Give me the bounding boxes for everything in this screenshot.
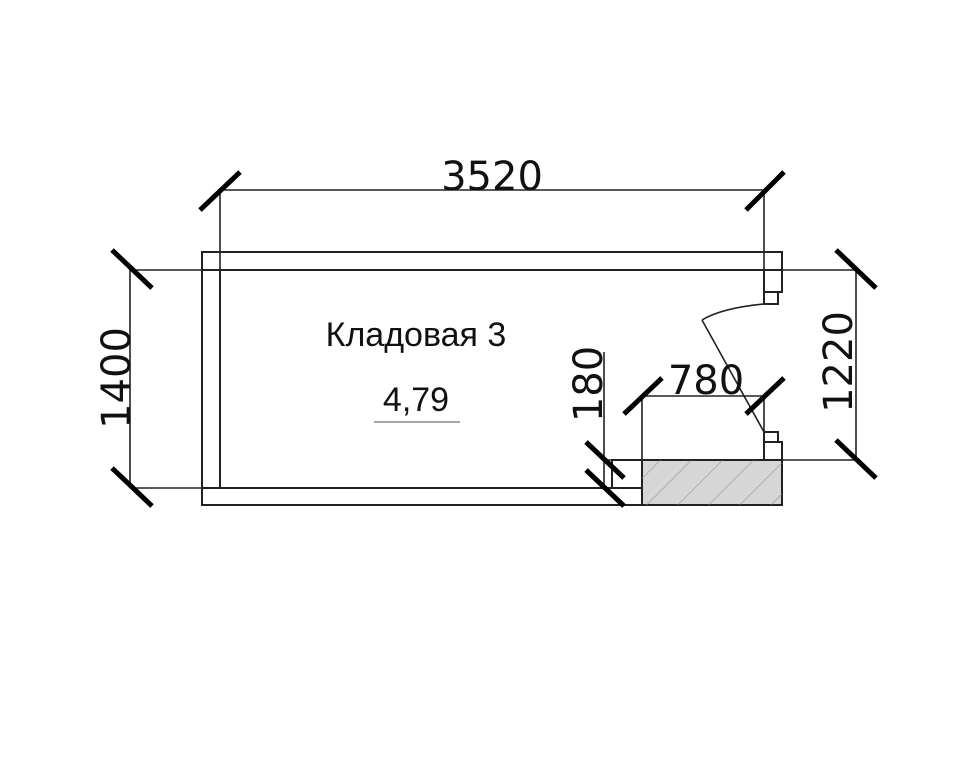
wall-left (201, 269, 221, 489)
tick-mark (198, 170, 242, 212)
wall-right-lower (763, 441, 783, 461)
dimension-door-side: 1220 (782, 248, 878, 480)
dimension-label: 3520 (441, 154, 543, 200)
tick-mark (622, 376, 664, 416)
dimension-label: 1220 (816, 311, 862, 413)
dimension-label: 180 (566, 346, 612, 422)
dimension-overall-width: 1400 (94, 248, 202, 508)
tick-mark (584, 440, 626, 480)
wall-bottom (201, 487, 643, 506)
dimension-label: 780 (668, 358, 744, 404)
wall-top (201, 251, 783, 271)
room-name: Кладовая 3 (326, 316, 507, 354)
shaft-hatch (642, 460, 782, 505)
door-leaf (701, 319, 765, 433)
tick-mark (834, 248, 878, 290)
tick-mark (744, 376, 786, 416)
tick-mark (584, 468, 626, 508)
room-area: 4,79 (383, 381, 449, 419)
dimension-label: 1400 (94, 327, 140, 429)
dimension-door-width: 780 (622, 358, 786, 460)
tick-mark (110, 466, 154, 508)
tick-mark (834, 438, 878, 480)
walls (201, 251, 783, 506)
wall-right-upper (763, 269, 783, 293)
dimension-step: 180 (566, 346, 642, 508)
door (701, 303, 765, 433)
tick-mark (744, 170, 786, 212)
tick-mark (110, 248, 154, 290)
room-label: Кладовая 3 4,79 (326, 316, 507, 423)
door-swing-arc (701, 303, 765, 321)
dimension-overall-length: 3520 (198, 154, 786, 280)
door-jamb-upper (763, 291, 779, 305)
door-jamb-lower (763, 431, 779, 443)
